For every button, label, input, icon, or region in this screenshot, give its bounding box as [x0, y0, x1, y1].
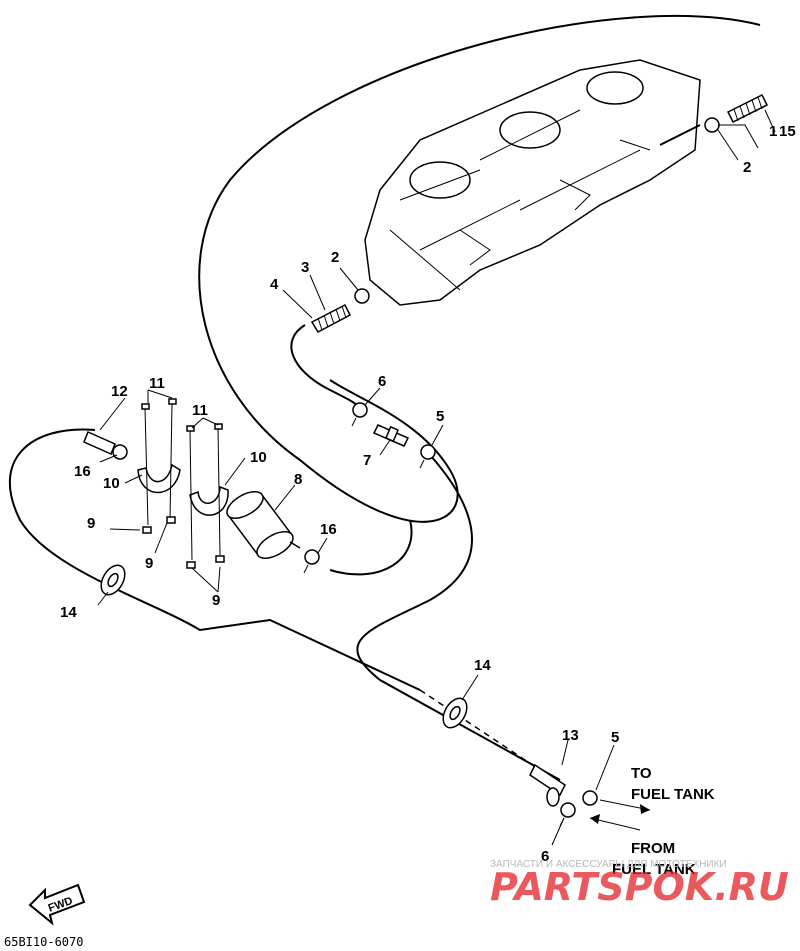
hose-end-13: [529, 763, 566, 807]
callout-16-left: 16: [74, 463, 91, 480]
bracket-10-right: [189, 485, 229, 516]
nuts-9: [142, 516, 225, 569]
callout-6-bottom: 6: [541, 848, 549, 865]
watermark-subtitle: ЗАПЧАСТИ И АКСЕССУАРЫ ДЛЯ МОТОТЕХНИКИ: [490, 859, 727, 870]
diagram-code: 65BI10-6070: [4, 935, 83, 949]
callout-16-right: 16: [320, 521, 337, 538]
clamp-16-left: [112, 444, 128, 460]
fuel-filter-8: [226, 491, 301, 559]
joint-7: [372, 424, 410, 447]
callout-5-bottom: 5: [611, 729, 619, 746]
callout-10-left: 10: [103, 475, 120, 492]
callout-7: 7: [363, 452, 371, 469]
clamp-5-bottom: [582, 790, 598, 806]
bolts-11: [141, 398, 223, 561]
callout-6-mid: 6: [378, 373, 386, 390]
bracket-10-left: [137, 463, 181, 494]
callout-11-right: 11: [192, 402, 208, 419]
spiral-guard-15: [726, 93, 769, 124]
callout-11-left: 11: [149, 375, 165, 392]
callout-9-left: 9: [87, 515, 95, 532]
to-tank-line2: FUEL TANK: [631, 786, 715, 803]
callout-4: 4: [270, 276, 279, 293]
from-tank-line1: FROM: [631, 840, 675, 857]
carb-return-hose: [659, 124, 701, 146]
callout-2-mid: 2: [331, 249, 339, 266]
vent-hose: [8, 428, 421, 691]
callout-2-top: 2: [743, 159, 751, 176]
callout-15: 15: [779, 123, 796, 140]
clamp-5-mid: [419, 444, 436, 469]
to-tank-line1: TO: [631, 765, 652, 782]
callout-13: 13: [562, 727, 579, 744]
carburetor-assembly: [364, 59, 701, 306]
callout-1: 1: [769, 123, 777, 140]
callout-5-mid: 5: [436, 408, 444, 425]
fwd-arrow-icon: FWD: [28, 883, 86, 926]
hose-to-filter: [329, 519, 413, 576]
clamp-2-mid: [354, 288, 370, 304]
clamp-6-mid: [351, 402, 368, 427]
leader-lines: [97, 109, 776, 846]
grommet-14-right: [442, 697, 468, 729]
callout-9-bottom: 9: [212, 592, 220, 609]
watermark-brand: PARTSPOK.RU: [490, 865, 789, 909]
callout-12: 12: [111, 383, 128, 400]
hose-12: [83, 430, 116, 456]
grommet-14-left: [100, 564, 126, 596]
callout-10-right: 10: [250, 449, 267, 466]
feed-hose-lower: [356, 454, 561, 781]
return-hose: [198, 15, 761, 523]
callout-14-right: 14: [474, 657, 491, 674]
from-tank-line2: FUEL TANK: [612, 861, 696, 878]
to-tank-arrow: [599, 799, 651, 814]
callout-9-center: 9: [145, 555, 153, 572]
spiral-guard-3: [310, 303, 351, 333]
callout-14-left: 14: [60, 604, 77, 621]
callout-8: 8: [294, 471, 302, 488]
feed-hose-upper: [290, 324, 361, 411]
hidden-hose-section: [419, 689, 556, 781]
clamp-2-top: [704, 117, 720, 133]
clamp-16-right: [303, 549, 320, 574]
watermark: ЗАПЧАСТИ И АКСЕССУАРЫ ДЛЯ МОТОТЕХНИКИ PA…: [490, 859, 789, 909]
from-tank-arrow: [589, 814, 641, 831]
callout-3: 3: [301, 259, 309, 276]
